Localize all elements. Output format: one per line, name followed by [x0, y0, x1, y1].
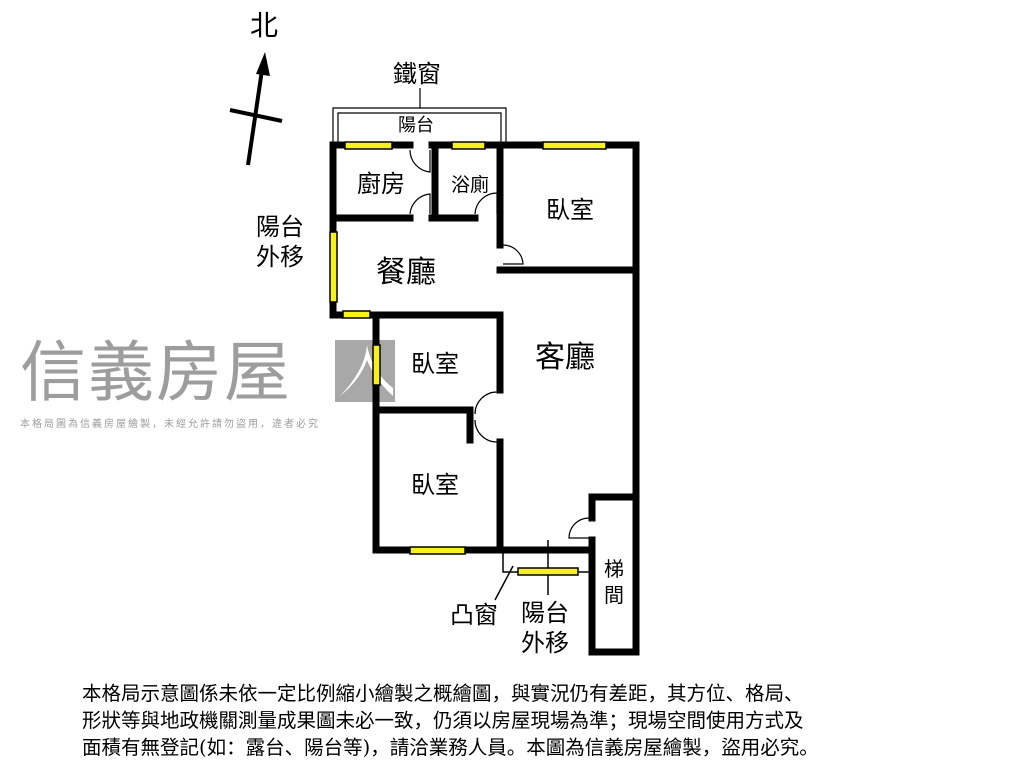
window — [372, 344, 381, 386]
watermark-logo — [335, 340, 395, 402]
disclaimer: 本格局示意圖係未依一定比例縮小繪製之概繪圖，與實況仍有差距，其方位、格局、 形狀… — [82, 682, 819, 759]
balcony-outline — [332, 88, 507, 145]
north-arrow-icon — [229, 52, 283, 166]
north-label: 北 — [250, 9, 279, 42]
label-balcony-top: 陽台 — [398, 115, 434, 136]
label-stairwell: 梯 間 — [604, 557, 624, 607]
label-balcony-moved-bottom: 陽台 外移 — [521, 599, 569, 657]
window — [409, 546, 466, 555]
window — [542, 141, 607, 150]
label-dining: 餐廳 — [376, 255, 436, 290]
label-living: 客廳 — [535, 340, 595, 375]
watermark-notice: 本格局圖為信義房屋繪製，未經允許請勿盜用，違者必究 — [20, 419, 320, 430]
label-iron-window: 鐵窗 — [393, 60, 441, 88]
label-bathroom: 浴廁 — [451, 174, 490, 196]
window — [329, 231, 338, 303]
watermark-brand: 信義房屋 — [20, 334, 292, 411]
label-bedroom-south: 臥室 — [411, 471, 459, 499]
windows — [329, 141, 607, 576]
label-kitchen: 廚房 — [357, 170, 405, 198]
label-bedroom-mid: 臥室 — [411, 350, 459, 378]
label-bay-window: 凸窗 — [450, 601, 498, 629]
window — [342, 310, 371, 319]
window — [451, 141, 486, 150]
label-bedroom-ne: 臥室 — [546, 196, 594, 224]
doors — [409, 149, 590, 539]
window — [344, 141, 393, 150]
label-balcony-moved-left: 陽台 外移 — [256, 213, 304, 271]
window — [517, 567, 579, 576]
